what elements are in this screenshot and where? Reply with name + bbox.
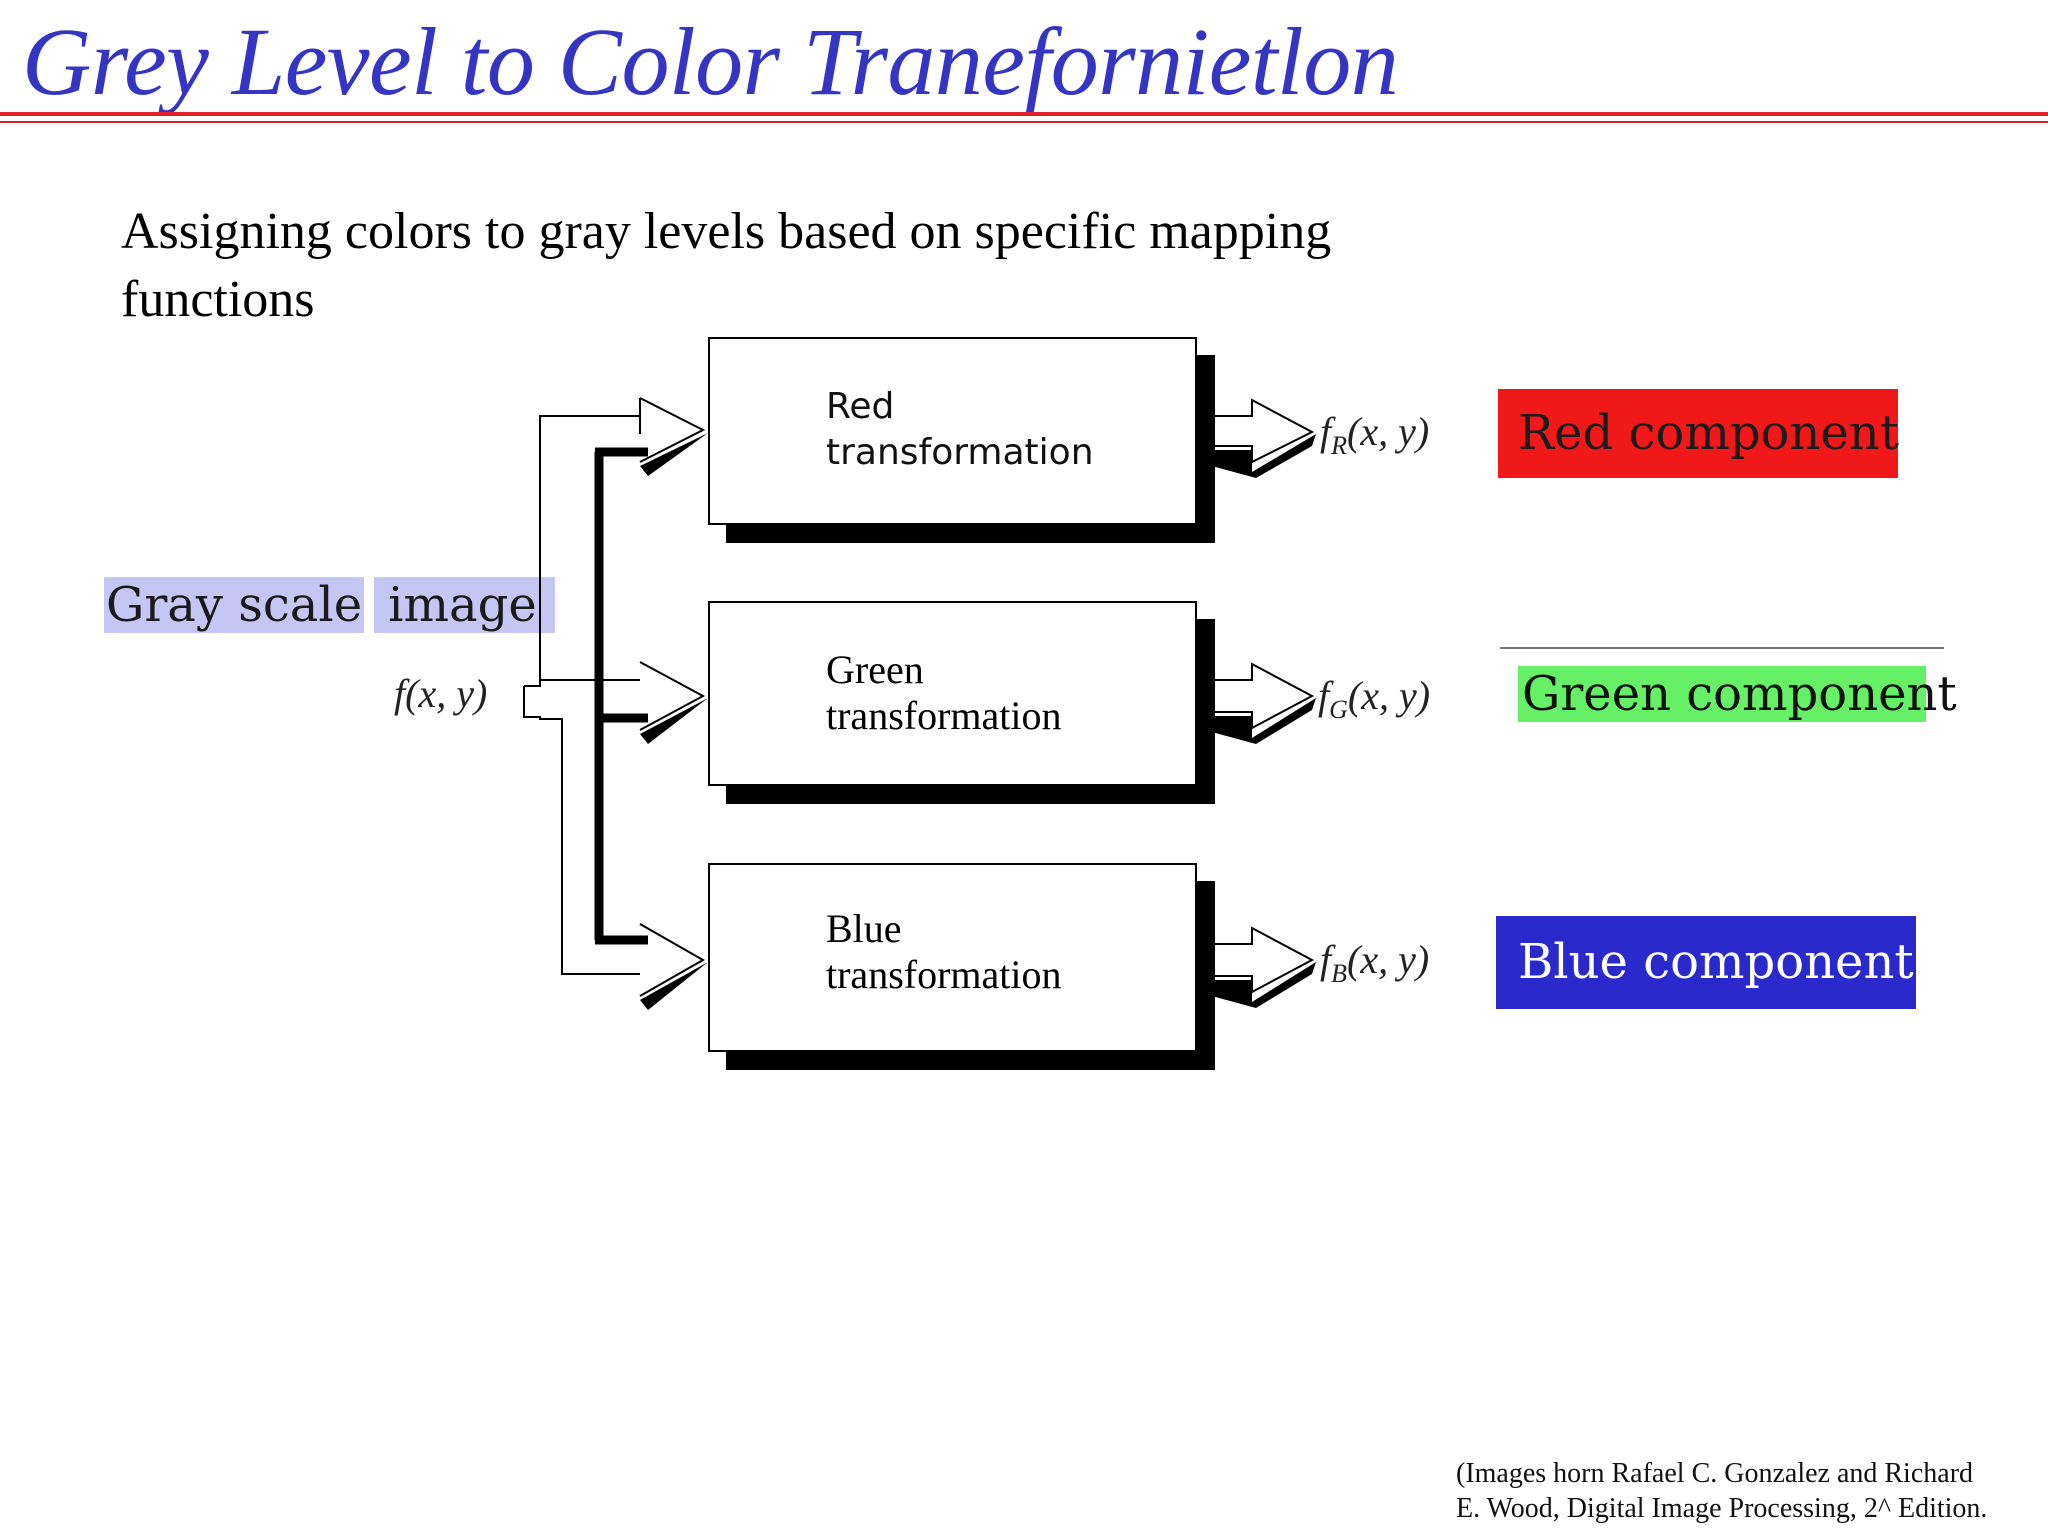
green-component-label: Green component (1518, 666, 1957, 722)
output-blue-sub: B (1331, 959, 1348, 988)
red-transformation-line1: Red (826, 386, 895, 427)
red-component-label: Red component (1498, 389, 1899, 478)
citation-line-2: E. Wood, Digital Image Processing, 2^ Ed… (1456, 1493, 1988, 1524)
blue-transformation-line2: transformation (826, 952, 1062, 997)
input-function-f: f (394, 671, 406, 716)
blue-component-label: Blue component (1496, 916, 1916, 1009)
input-function: f(x, y) (394, 670, 487, 717)
subtitle-line-1: Assigning colors to gray levels based on… (121, 203, 1332, 260)
output-red-f: f (1320, 409, 1332, 454)
title-rule-thick (0, 112, 2048, 116)
green-component-rule (1500, 647, 1944, 649)
output-green-sub: G (1329, 695, 1348, 724)
output-function-blue: fB(x, y) (1320, 936, 1429, 989)
image-citation: (Images horn Rafael C. Gonzalez and Rich… (1456, 1456, 2016, 1526)
slide-subtitle: Assigning colors to gray levels based on… (121, 198, 1541, 334)
output-green-f: f (1318, 673, 1330, 718)
green-transformation-line1: Green (826, 647, 924, 692)
splitter-shadow (594, 447, 648, 945)
blue-transformation-line1: Blue (826, 906, 902, 951)
red-transformation-line2: transformation (826, 432, 1094, 473)
green-transformation-line2: transformation (826, 693, 1062, 738)
output-blue-args: (x, y) (1347, 937, 1430, 982)
red-transformation-label: Red transformation (826, 384, 1094, 476)
blue-transformation-box (708, 863, 1197, 1052)
title-rule-thin (0, 121, 2048, 123)
grayscale-label-part1: Gray scale (104, 577, 365, 633)
output-function-green: fG(x, y) (1318, 672, 1430, 725)
output-red-args: (x, y) (1347, 409, 1430, 454)
citation-line-1: (Images horn Rafael C. Gonzalez and Rich… (1456, 1458, 1974, 1489)
output-red-sub: R (1331, 431, 1348, 460)
red-transformation-box (708, 337, 1197, 525)
output-blue-f: f (1320, 937, 1332, 982)
green-transformation-label: Green transformation (826, 647, 1062, 739)
input-arrowheads (639, 397, 708, 1010)
green-transformation-box (708, 601, 1197, 786)
output-arrows (1197, 398, 1316, 1008)
output-function-red: fR(x, y) (1320, 408, 1429, 461)
splitter-bracket (523, 415, 640, 975)
input-function-args: (x, y) (405, 671, 488, 716)
blue-transformation-label: Blue transformation (826, 906, 1062, 998)
slide-title: Grey Level to Color Tranefornietlon (22, 8, 1399, 115)
grayscale-label-part2: image (374, 577, 555, 633)
output-green-args: (x, y) (1347, 673, 1431, 718)
subtitle-line-2: functions (121, 271, 315, 328)
